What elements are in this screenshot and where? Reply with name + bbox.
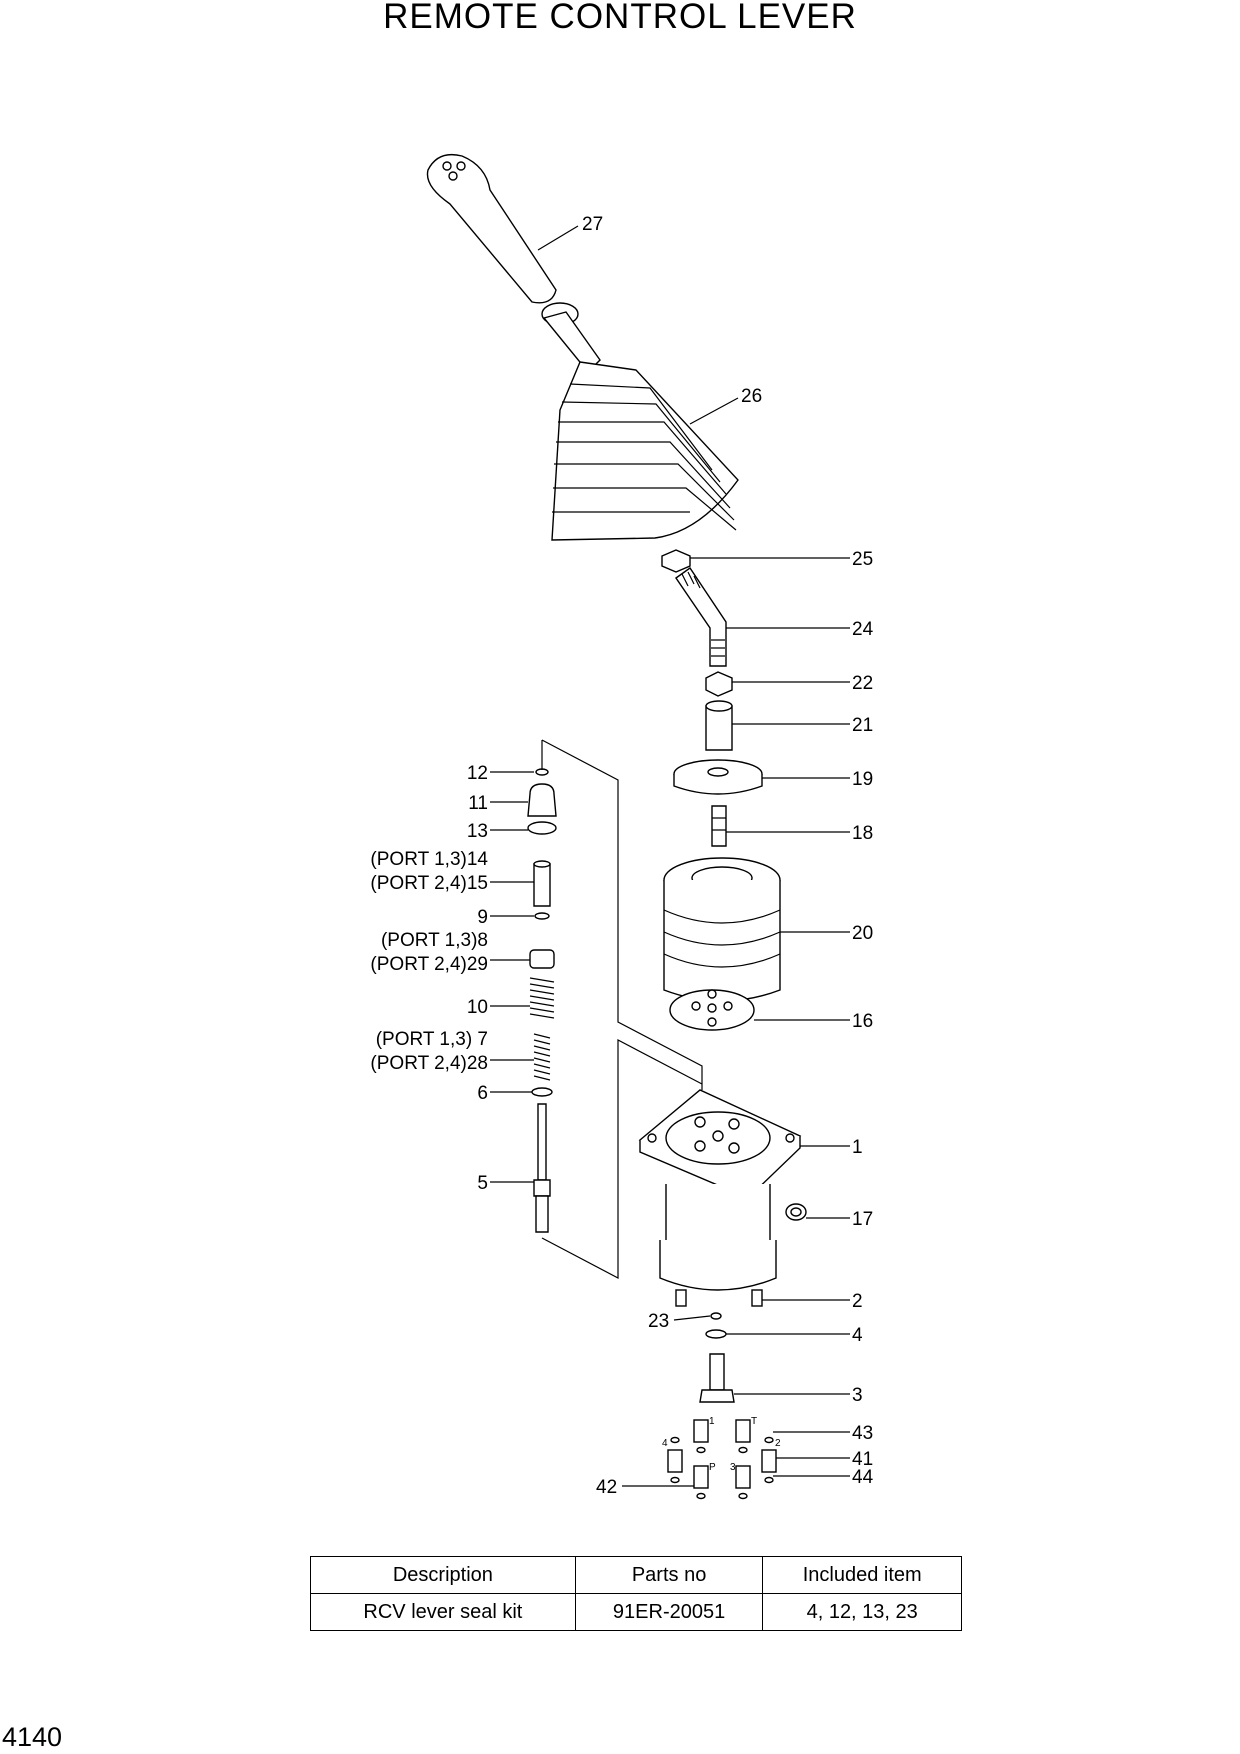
callout-42: 42 (596, 1477, 617, 1498)
port-mark-2: 2 (775, 1438, 781, 1449)
port-mark-1: 1 (709, 1416, 715, 1427)
callout-43: 43 (852, 1423, 873, 1444)
port-mark-p: P (709, 1462, 716, 1473)
callout-16: 16 (852, 1011, 873, 1032)
port-mark-4: 4 (662, 1438, 668, 1449)
part-17-bushing (785, 1203, 807, 1221)
part-20-boot (663, 857, 781, 1002)
part-27-grip (426, 153, 557, 304)
page-number: 4140 (2, 1722, 63, 1752)
assembly-bracket (541, 739, 703, 1090)
port-mark-t: T (751, 1416, 757, 1427)
callout-29-port24: (PORT 2,4)29 (370, 954, 488, 975)
port-mark-3: 3 (730, 1462, 736, 1473)
callout-7-port13: (PORT 1,3) 7 (376, 1029, 488, 1050)
callout-2: 2 (852, 1291, 863, 1312)
callout-10: 10 (467, 997, 488, 1018)
part-21-joint (705, 700, 733, 751)
callout-22: 22 (852, 673, 873, 694)
part-1-casing (638, 1089, 802, 1291)
callout-15-port24: (PORT 2,4)15 (370, 873, 488, 894)
part-2-plugs (675, 1289, 763, 1307)
table-row: RCV lever seal kit 91ER-20051 4, 12, 13,… (310, 1593, 962, 1631)
callout-6: 6 (477, 1083, 488, 1104)
callout-17: 17 (852, 1209, 873, 1230)
callout-21: 21 (852, 715, 873, 736)
callout-19: 19 (852, 769, 873, 790)
callout-41: 41 (852, 1449, 873, 1470)
callout-12: 12 (467, 763, 488, 784)
part-24-lever-rod (675, 567, 727, 667)
part-16-plate (669, 989, 755, 1031)
callout-28-port24: (PORT 2,4)28 (370, 1053, 488, 1074)
callout-20: 20 (852, 923, 873, 944)
part-19-disc (673, 759, 763, 795)
part-25-nut (661, 549, 691, 573)
callout-26: 26 (741, 386, 762, 407)
table-cell: 4, 12, 13, 23 (762, 1593, 962, 1631)
assembly-bracket (541, 1039, 703, 1279)
table-header: Description (310, 1556, 576, 1594)
part-22-nut (705, 671, 733, 697)
table-cell: 91ER-20051 (574, 1593, 764, 1631)
page-title: REMOTE CONTROL LEVER (383, 0, 857, 36)
callout-14-port13: (PORT 1,3)14 (370, 849, 488, 870)
part-18-pin (711, 805, 727, 847)
callout-23: 23 (648, 1311, 669, 1332)
part-3-joint (699, 1353, 735, 1403)
callout-27: 27 (582, 214, 603, 235)
table-header: Included item (762, 1556, 962, 1594)
callout-9: 9 (477, 907, 488, 928)
table-header: Parts no (574, 1556, 764, 1594)
callout-24: 24 (852, 619, 874, 640)
callout-11: 11 (468, 793, 488, 814)
seal-kit-table: Description Parts no Included item RCV l… (310, 1556, 962, 1631)
callout-25: 25 (852, 549, 873, 570)
callout-13: 13 (467, 821, 488, 842)
callout-1: 1 (852, 1137, 863, 1158)
callout-18: 18 (852, 823, 873, 844)
leader-lines (490, 225, 850, 1487)
table-cell: RCV lever seal kit (310, 1593, 576, 1631)
callout-5: 5 (477, 1173, 488, 1194)
part-23-ring (710, 1312, 722, 1320)
part-26-boot (541, 302, 739, 541)
table-header-row: Description Parts no Included item (310, 1556, 962, 1594)
callout-3: 3 (852, 1385, 863, 1406)
port-fittings: 1 T 4 2 P 3 (662, 1416, 781, 1500)
callout-8-port13: (PORT 1,3)8 (381, 930, 488, 951)
valve-internals (527, 768, 557, 1233)
part-4-oring (705, 1329, 727, 1339)
callout-4: 4 (852, 1325, 863, 1346)
callout-44: 44 (852, 1467, 874, 1488)
